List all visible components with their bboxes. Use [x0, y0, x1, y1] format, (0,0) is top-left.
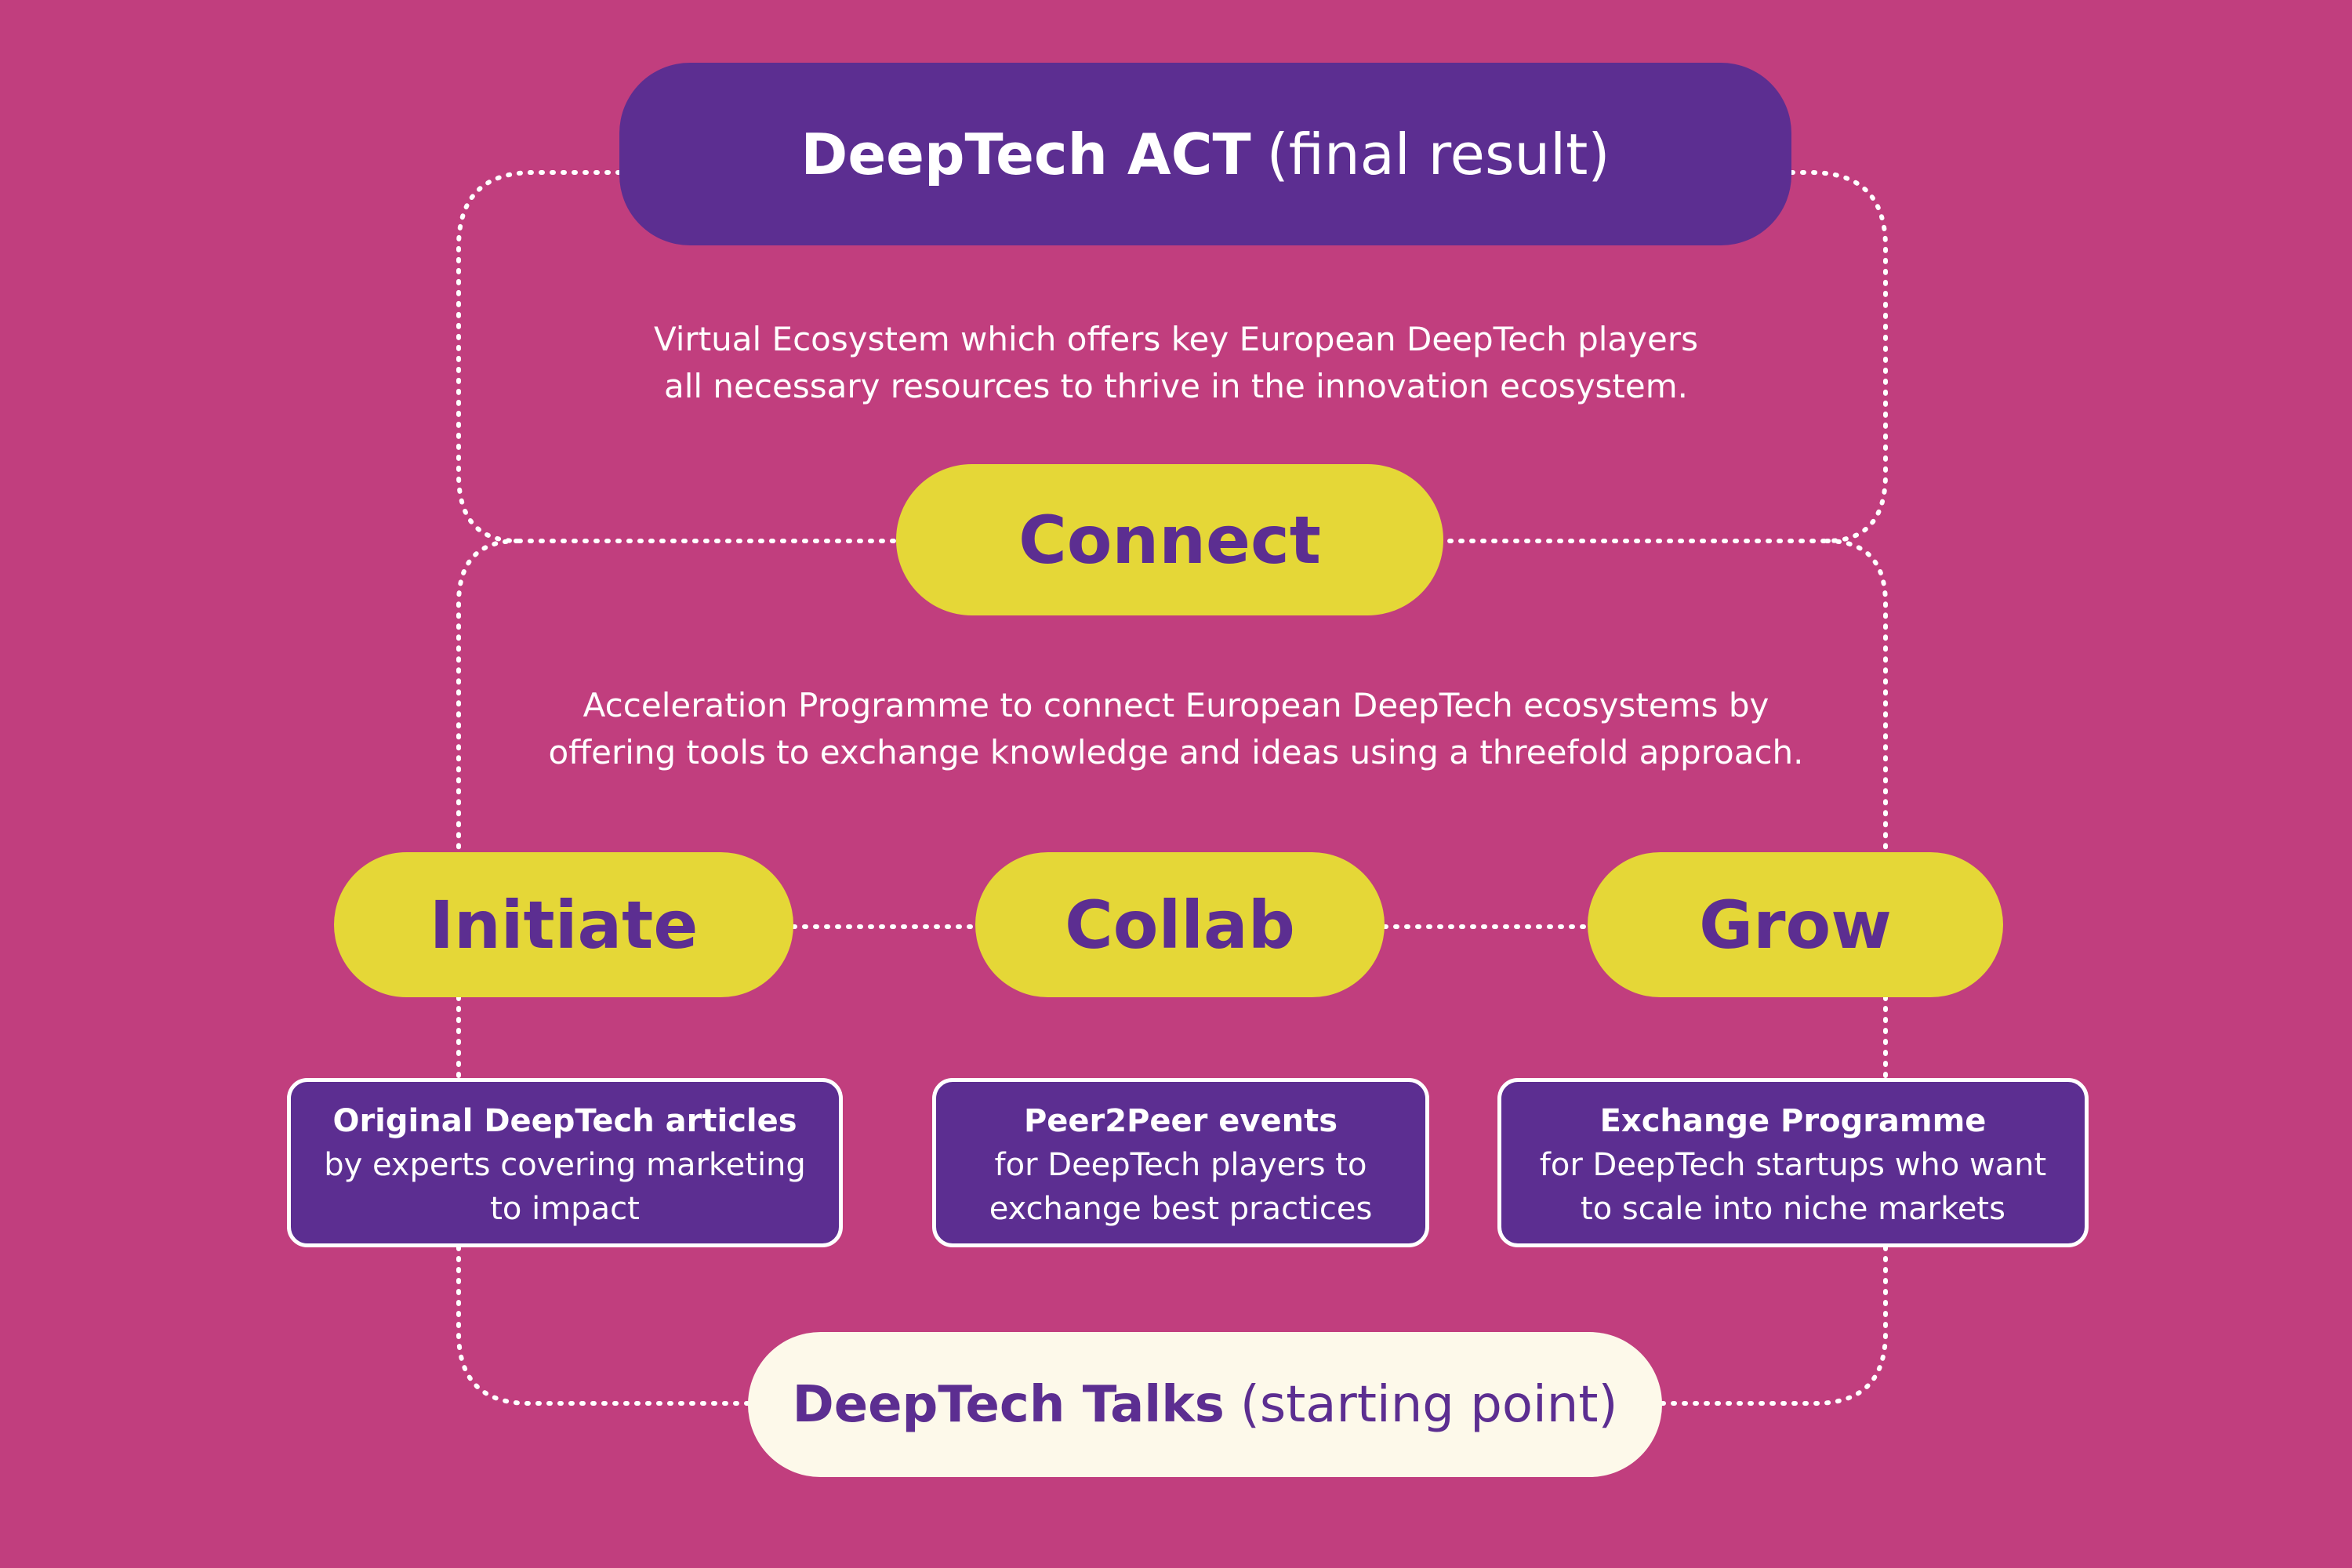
- final-result-title: DeepTech ACT: [800, 121, 1251, 187]
- ecosystem-description: Virtual Ecosystem which offers key Europ…: [549, 316, 1803, 410]
- starting-point-subtitle: (starting point): [1240, 1375, 1618, 1434]
- upper-loop-connector: [456, 170, 898, 543]
- collab-card-title: Peer2Peer events: [1023, 1103, 1338, 1139]
- programme-description-line2: offering tools to exchange knowledge and…: [548, 733, 1804, 771]
- grow-card-line1: for DeepTech startups who want: [1539, 1147, 2047, 1183]
- starting-point-title: DeepTech Talks: [792, 1375, 1225, 1434]
- grow-card: Exchange Programme for DeepTech startups…: [1497, 1078, 2089, 1247]
- collab-card-line2: exchange best practices: [989, 1191, 1373, 1227]
- collab-pill: Collab: [975, 852, 1385, 997]
- ecosystem-description-line2: all necessary resources to thrive in the…: [664, 367, 1688, 405]
- upper-loop-connector-right: [1441, 170, 1888, 543]
- initiate-card-title: Original DeepTech articles: [332, 1103, 797, 1139]
- collab-label: Collab: [1065, 886, 1295, 964]
- grow-pill: Grow: [1588, 852, 2003, 997]
- grow-card-line2: to scale into niche markets: [1581, 1191, 2005, 1227]
- initiate-label: Initiate: [429, 886, 699, 964]
- lower-loop-connector-left: [456, 539, 520, 855]
- initiate-card: Original DeepTech articles by experts co…: [287, 1078, 843, 1247]
- grow-card-title: Exchange Programme: [1599, 1103, 1987, 1139]
- connect-pill: Connect: [896, 464, 1443, 615]
- programme-description: Acceleration Programme to connect Europe…: [470, 682, 1882, 776]
- connect-label: Connect: [1018, 501, 1321, 579]
- initiate-card-line2: to impact: [490, 1191, 640, 1227]
- collab-card: Peer2Peer events for DeepTech players to…: [932, 1078, 1429, 1247]
- final-result-pill: DeepTech ACT (final result): [619, 63, 1791, 245]
- lower-loop-connector-right: [1824, 539, 1888, 855]
- bottom-loop-connector-left: [456, 1245, 750, 1406]
- ecosystem-description-line1: Virtual Ecosystem which offers key Europ…: [653, 320, 1699, 358]
- bottom-loop-connector-right: [1660, 1245, 1888, 1406]
- starting-point-pill: DeepTech Talks (starting point): [748, 1332, 1662, 1477]
- collab-card-line1: for DeepTech players to: [994, 1147, 1367, 1183]
- final-result-subtitle: (final result): [1266, 121, 1610, 187]
- programme-description-line1: Acceleration Programme to connect Europe…: [583, 686, 1769, 724]
- grow-label: Grow: [1699, 886, 1892, 964]
- initiate-card-line1: by experts covering marketing: [324, 1147, 806, 1183]
- initiate-pill: Initiate: [334, 852, 793, 997]
